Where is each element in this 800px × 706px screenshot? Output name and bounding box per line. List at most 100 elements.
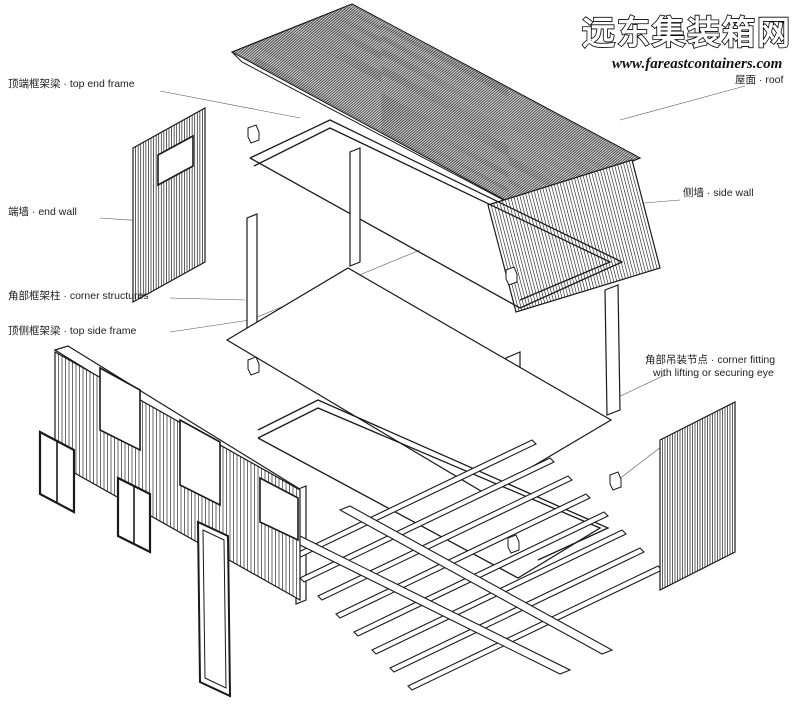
floor-plate-sheet xyxy=(225,267,613,495)
side-wall-rib xyxy=(608,167,638,276)
roof-rib xyxy=(310,20,600,176)
roof-rib xyxy=(320,16,610,172)
roof-rib xyxy=(324,14,613,170)
roof-rib xyxy=(250,44,540,201)
roof-rib xyxy=(326,13,615,170)
roof-rib xyxy=(295,26,584,182)
side-wall-rib xyxy=(504,199,534,307)
corner-fittings xyxy=(247,124,622,554)
side-wall-rib xyxy=(551,185,580,293)
roof-rib xyxy=(322,15,612,171)
side-wall-rib xyxy=(507,198,537,306)
front-wall-window xyxy=(99,366,141,452)
roof-rib xyxy=(300,24,589,180)
roof-rib xyxy=(257,41,546,198)
side-wall-rib xyxy=(588,173,618,282)
roof-rib xyxy=(344,6,634,162)
label-corner-structures: 角部框架柱 · corner structures xyxy=(8,290,149,302)
front-wall-window xyxy=(179,418,221,507)
roof-rib xyxy=(332,11,622,167)
roof-rib xyxy=(240,48,529,205)
side-wall-rib xyxy=(562,181,592,290)
roof-rib xyxy=(236,49,526,207)
side-wall-rib xyxy=(502,200,531,308)
roof-rib xyxy=(308,20,598,177)
roof-rib xyxy=(233,51,522,208)
roof-rib xyxy=(254,42,543,200)
end-wall-panel xyxy=(132,106,206,304)
right-end-wall xyxy=(659,401,736,591)
roof-rib xyxy=(319,16,608,172)
top-frame-rails xyxy=(249,119,624,309)
side-wall-rib xyxy=(510,197,540,306)
roof-rib xyxy=(346,5,636,161)
base-frame xyxy=(257,399,610,579)
roof-rib xyxy=(255,42,545,199)
side-wall-rib xyxy=(516,195,546,304)
roof-rib xyxy=(252,43,541,200)
roof-rib xyxy=(296,25,586,182)
roof-rib xyxy=(248,44,538,202)
roof-rib xyxy=(341,7,630,163)
side-wall-rib xyxy=(539,188,569,297)
side-wall-rib xyxy=(605,168,635,276)
side-wall-rib xyxy=(525,193,554,301)
roof-rib xyxy=(279,32,569,189)
roof-rib xyxy=(284,30,574,187)
joist-cross xyxy=(353,511,609,637)
roof-rib xyxy=(267,37,557,194)
joist-cross xyxy=(407,565,663,691)
side-wall-rib xyxy=(519,195,548,303)
side-wall-rib xyxy=(496,202,525,310)
roof-rib xyxy=(350,4,639,160)
side-wall-rib xyxy=(628,160,658,269)
roof-rib xyxy=(259,40,548,197)
roof-rib xyxy=(269,36,558,193)
side-wall-rib xyxy=(594,171,623,280)
joist-long xyxy=(338,505,614,655)
side-wall-rib xyxy=(617,164,646,273)
side-wall-rib xyxy=(499,201,528,309)
roof-rib xyxy=(247,45,536,202)
side-wall-rib xyxy=(585,174,615,283)
side-wall-rib xyxy=(625,161,655,270)
side-wall-rib xyxy=(600,169,629,278)
floor-joists xyxy=(281,439,663,691)
roof-rib xyxy=(343,7,632,162)
side-wall-rib xyxy=(579,176,609,284)
roof-rib xyxy=(317,17,606,173)
corner-post xyxy=(349,147,361,267)
roof-rib xyxy=(288,29,577,185)
roof-rib xyxy=(339,8,629,164)
roof-rib xyxy=(327,13,617,169)
roof-rib xyxy=(281,31,570,188)
side-wall-rib xyxy=(623,162,652,271)
roof-rib xyxy=(238,48,528,206)
roof-rib xyxy=(329,12,618,168)
label-top-end-frame: 顶端框架梁 · top end frame xyxy=(8,78,135,90)
roof-rib xyxy=(272,35,562,192)
brand-url: www.fareastcontainers.com xyxy=(612,56,783,72)
roof-rib xyxy=(274,34,564,191)
corner-fitting-block xyxy=(505,266,518,286)
side-wall-rib xyxy=(576,177,606,285)
roof-rib xyxy=(291,27,581,184)
brand-title: 远东集装箱网 xyxy=(581,12,792,53)
side-wall-rib xyxy=(602,168,632,277)
label-corner-fitting-eye: with lifting or securing eye xyxy=(653,367,774,379)
corner-fitting-block xyxy=(247,356,260,376)
roof-rib xyxy=(262,39,552,196)
side-wall-rib xyxy=(582,175,612,284)
front-wall-window xyxy=(259,476,299,542)
side-wall-rib xyxy=(493,203,523,311)
tall-door-inner xyxy=(202,529,227,689)
side-wall-rib xyxy=(490,204,520,312)
label-top-side-frame: 顶侧框架梁 · top side frame xyxy=(8,325,137,337)
roof-rib xyxy=(271,35,560,192)
side-wall-rib xyxy=(553,184,583,292)
roof-rib xyxy=(338,9,627,165)
side-wall-rib xyxy=(522,194,551,302)
side-wall-rib xyxy=(542,187,572,296)
